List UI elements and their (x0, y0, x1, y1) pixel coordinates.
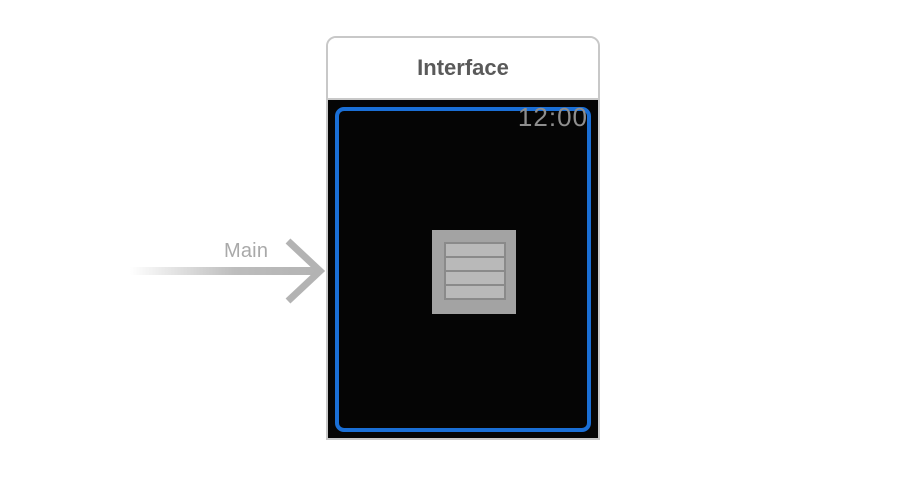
status-clock: 12:00 (517, 102, 588, 132)
table-icon[interactable] (432, 230, 516, 314)
interface-controller-scene[interactable]: Interface 12:00 (326, 36, 600, 440)
entry-point-arrow-icon[interactable] (130, 238, 326, 304)
entry-point-label: Main (224, 240, 269, 262)
watch-screen[interactable]: 12:00 (328, 100, 598, 438)
selection-outline (335, 107, 591, 432)
scene-header[interactable]: Interface (328, 38, 598, 100)
scene-title: Interface (417, 55, 509, 80)
table-row (444, 284, 506, 300)
